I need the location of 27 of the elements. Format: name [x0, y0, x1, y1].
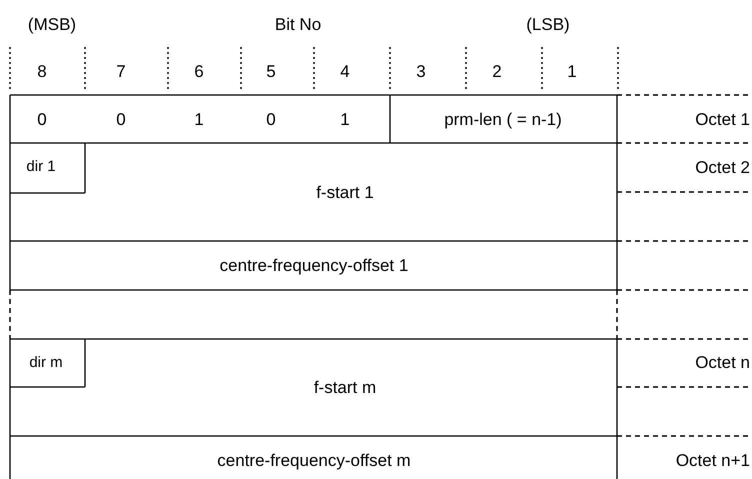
octet-label: Octet n	[695, 353, 750, 373]
bit-value: 0	[266, 110, 276, 130]
field-name: centre-frequency-offset m	[217, 451, 411, 471]
bit-number: 3	[416, 62, 426, 82]
field-name: f-start m	[314, 378, 376, 398]
field-name: f-start 1	[316, 183, 374, 203]
bit-number: 4	[340, 62, 350, 82]
bit-number: 7	[116, 62, 126, 82]
header-label: Bit No	[274, 15, 322, 35]
field-name: prm-len ( = n-1)	[444, 110, 562, 130]
bit-order-label: (LSB)	[526, 15, 570, 35]
bit-number: 6	[194, 62, 204, 82]
field-name: dir 1	[26, 157, 56, 177]
field-name: centre-frequency-offset 1	[220, 256, 408, 276]
octet-label: Octet n+1	[676, 451, 750, 471]
bit-value: 1	[194, 110, 204, 130]
bit-value: 0	[116, 110, 126, 130]
bit-number: 5	[266, 62, 276, 82]
bit-value: 1	[340, 110, 350, 130]
octet-label: Octet 2	[695, 158, 750, 178]
bit-number: 2	[492, 62, 502, 82]
field-name: dir m	[29, 353, 63, 373]
octet-label: Octet 1	[695, 110, 750, 130]
bit-number: 8	[37, 62, 47, 82]
bit-order-label: (MSB)	[28, 15, 76, 35]
bit-value: 0	[37, 110, 47, 130]
bit-number: 1	[567, 62, 577, 82]
